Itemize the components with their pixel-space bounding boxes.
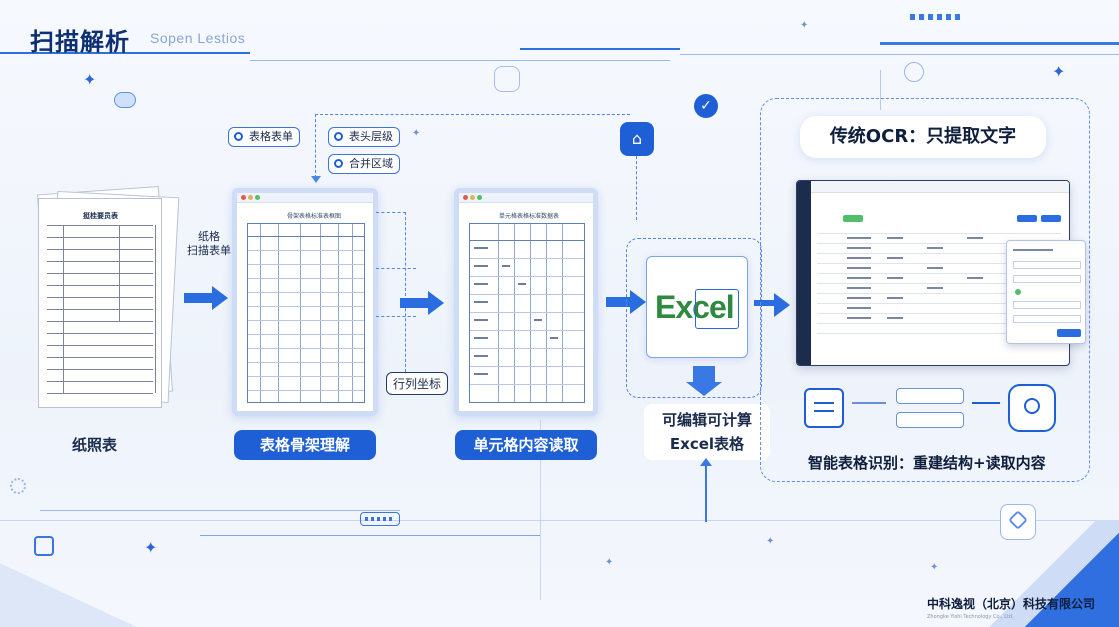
- sparkle-icon: ✦: [930, 562, 939, 573]
- flow-arrow: [184, 286, 228, 310]
- excel-icon: Excel: [655, 287, 741, 329]
- page-title: 扫描解析: [30, 28, 130, 56]
- flow-arrow: [606, 290, 646, 314]
- paper-form: 挺桂要员表: [38, 198, 162, 408]
- scan-label: 纸格 扫描表单: [184, 230, 234, 258]
- row-col-coordinate-label: 行列坐标: [386, 372, 449, 395]
- company-name: 中科逸视（北京）科技有限公司: [927, 597, 1096, 611]
- target-icon: [904, 62, 924, 82]
- source-caption: 纸照表: [72, 436, 118, 454]
- traditional-ocr-header: 传统OCR：只提取文字: [800, 116, 1046, 158]
- details-popup: [1006, 240, 1086, 344]
- sparkle-icon: ✦: [83, 70, 97, 89]
- comparison-panel: [760, 98, 1090, 482]
- check-circle-icon: ✓: [694, 94, 718, 118]
- cell-grid: [469, 223, 585, 403]
- page-subtitle: Sopen Lestios: [150, 30, 246, 46]
- cell-reading-label: 单元格内容读取: [455, 430, 597, 460]
- layers-icon: [334, 132, 343, 141]
- flow-arrow: [754, 293, 790, 317]
- cell-content-window: 单元格表格标准数据表: [454, 188, 598, 416]
- lightbulb-icon: [494, 66, 520, 92]
- gear-icon: [10, 478, 26, 494]
- chip-icon: [34, 536, 54, 556]
- shield-check-icon: [1000, 504, 1036, 540]
- sparkle-icon: ✦: [800, 20, 809, 31]
- cell-window-title: 单元格表格标准数据表: [499, 213, 560, 220]
- sparkle-icon: ✦: [1052, 62, 1066, 81]
- smart-recognition-caption: 智能表格识别：重建结构+读取内容: [808, 454, 1046, 472]
- sparkle-icon: ✦: [144, 538, 158, 557]
- flow-arrow: [400, 291, 444, 315]
- document-icon: [804, 388, 844, 428]
- tag-header-level: 表头层级: [328, 127, 400, 147]
- tag-merged-area: 合并区域: [328, 154, 400, 174]
- sparkle-icon: ✦: [412, 128, 421, 139]
- skeleton-window-title: 骨架表格标准表框图: [287, 213, 342, 220]
- shield-icon: ⌂: [620, 122, 654, 156]
- check-icon: [234, 132, 243, 141]
- excel-output-card: Excel: [646, 256, 748, 358]
- cloud-icon: [114, 92, 136, 108]
- skeleton-window: 骨架表格标准表框图: [232, 188, 378, 416]
- tag-table-form: 表格表单: [228, 127, 300, 147]
- merge-icon: [334, 159, 343, 168]
- company-subtitle: Zhongke Yishi Technology Co., Ltd.: [927, 614, 1014, 620]
- skeleton-understanding-label: 表格骨架理解: [234, 430, 376, 460]
- sparkle-icon: ✦: [605, 557, 614, 568]
- smart-recognition-flow: [796, 380, 1066, 440]
- excel-logo-text: Excel: [655, 289, 735, 325]
- skeleton-grid: [247, 223, 365, 403]
- form-title: 挺桂要员表: [83, 212, 118, 220]
- sparkle-icon: ✦: [766, 536, 775, 547]
- excel-caption: 可编辑可计算 Excel表格: [644, 404, 770, 460]
- scan-label-line2: 扫描表单: [187, 244, 231, 257]
- chat-icon: [1008, 384, 1056, 432]
- scan-label-line1: 纸格: [198, 230, 220, 243]
